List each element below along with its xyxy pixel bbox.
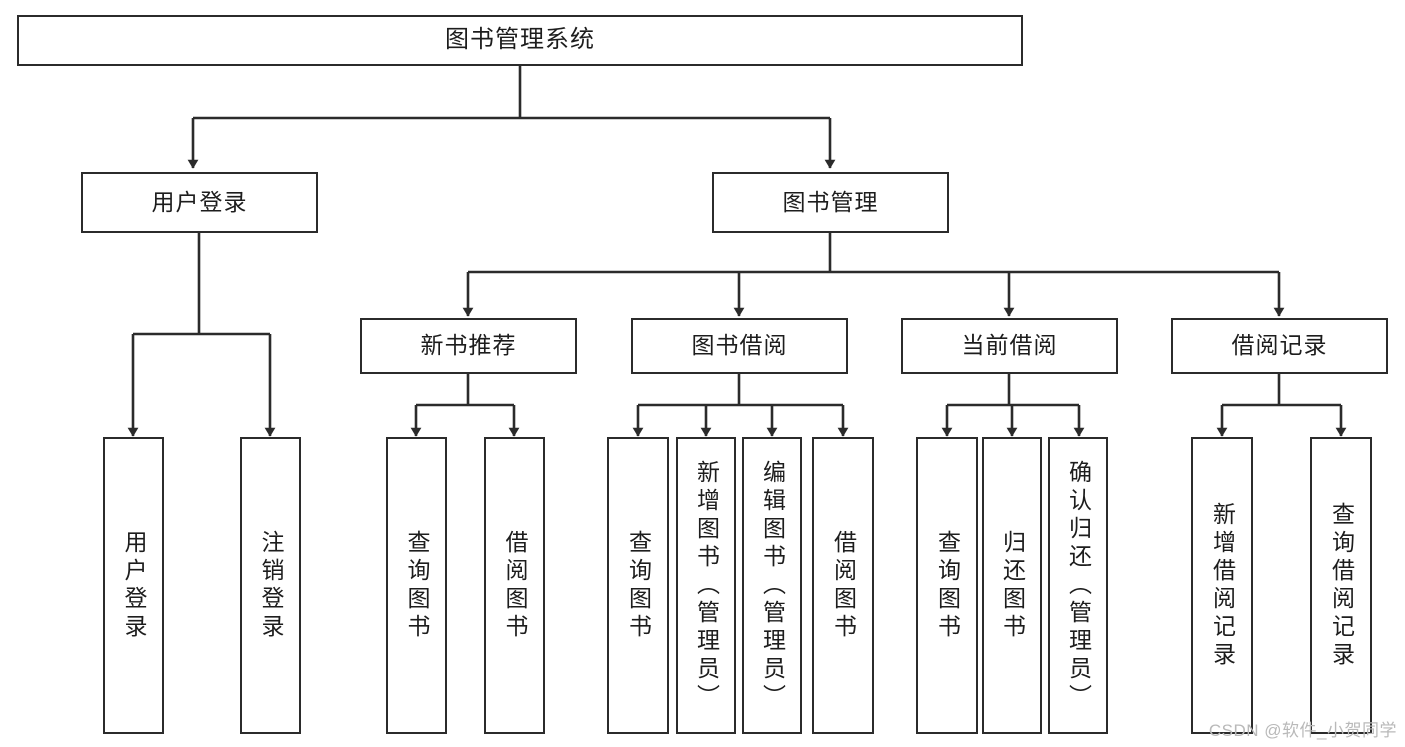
node-leaf-add-book-admin[interactable]: 新增图书（管理员）	[676, 437, 736, 734]
node-leaf-borrow-book-2[interactable]: 借阅图书	[812, 437, 874, 734]
node-leaf-user-login[interactable]: 用户登录	[103, 437, 164, 734]
node-leaf-query-book-1[interactable]: 查询图书	[386, 437, 447, 734]
node-leaf-return-book-label: 归还图书	[999, 529, 1026, 642]
node-leaf-borrow-book-1[interactable]: 借阅图书	[484, 437, 545, 734]
node-book-manage-label: 图书管理	[782, 188, 879, 215]
node-leaf-logout-login-label: 注销登录	[258, 529, 284, 642]
node-leaf-add-borrow-record[interactable]: 新增借阅记录	[1191, 437, 1253, 734]
csdn-watermark: CSDN @软件_小贺同学	[1208, 721, 1397, 740]
node-leaf-logout-login[interactable]: 注销登录	[240, 437, 301, 734]
node-leaf-user-login-label: 用户登录	[121, 529, 147, 642]
node-leaf-return-book[interactable]: 归还图书	[982, 437, 1042, 734]
node-current-borrow[interactable]: 当前借阅	[901, 318, 1118, 374]
node-new-book-recommend-label: 新书推荐	[420, 332, 517, 359]
node-leaf-borrow-book-1-label: 借阅图书	[502, 529, 528, 642]
node-leaf-query-book-2-label: 查询图书	[625, 529, 652, 642]
node-leaf-query-book-3-label: 查询图书	[934, 529, 961, 642]
node-leaf-add-borrow-record-label: 新增借阅记录	[1209, 501, 1236, 670]
node-book-borrow-label: 图书借阅	[691, 332, 788, 359]
node-borrow-record[interactable]: 借阅记录	[1171, 318, 1388, 374]
node-borrow-record-label: 借阅记录	[1231, 332, 1328, 359]
node-new-book-recommend[interactable]: 新书推荐	[360, 318, 577, 374]
node-leaf-query-borrow-record[interactable]: 查询借阅记录	[1310, 437, 1372, 734]
node-user-login-label: 用户登录	[151, 188, 248, 215]
node-leaf-query-borrow-record-label: 查询借阅记录	[1328, 501, 1355, 670]
node-leaf-borrow-book-2-label: 借阅图书	[830, 529, 857, 642]
node-leaf-query-book-2[interactable]: 查询图书	[607, 437, 669, 734]
node-book-manage[interactable]: 图书管理	[712, 172, 949, 233]
node-leaf-confirm-return-admin[interactable]: 确认归还（管理员）	[1048, 437, 1108, 734]
node-leaf-query-book-1-label: 查询图书	[404, 529, 430, 642]
node-leaf-query-book-3[interactable]: 查询图书	[916, 437, 978, 734]
node-leaf-add-book-admin-label: 新增图书（管理员）	[693, 459, 720, 712]
node-leaf-confirm-return-admin-label: 确认归还（管理员）	[1065, 459, 1092, 712]
node-root-label: 图书管理系统	[445, 26, 595, 54]
node-leaf-edit-book-admin-label: 编辑图书（管理员）	[759, 459, 786, 712]
node-book-borrow[interactable]: 图书借阅	[631, 318, 848, 374]
node-leaf-edit-book-admin[interactable]: 编辑图书（管理员）	[742, 437, 802, 734]
node-current-borrow-label: 当前借阅	[961, 332, 1058, 359]
node-user-login[interactable]: 用户登录	[81, 172, 318, 233]
node-root[interactable]: 图书管理系统	[17, 15, 1023, 66]
